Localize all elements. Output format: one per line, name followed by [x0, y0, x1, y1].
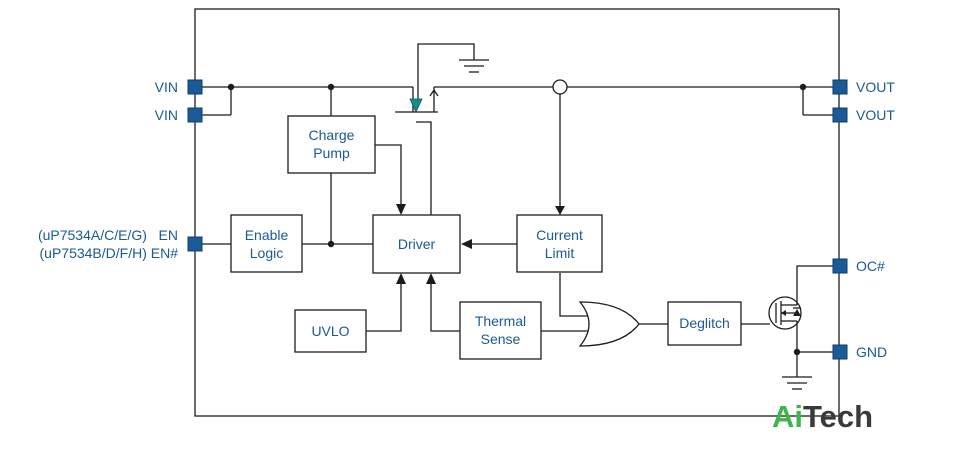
ground-symbol-bottom	[782, 376, 812, 390]
diode-icon	[793, 309, 801, 316]
logo-part-ai: Ai	[772, 399, 803, 434]
current-limit-label-1: Current	[536, 227, 583, 243]
en-label: (uP7534A/C/E/G) EN	[38, 227, 178, 243]
uvlo-block	[294, 309, 367, 353]
wires	[202, 43, 833, 377]
pin-en	[187, 236, 203, 252]
thermal-sense-label-2: Sense	[481, 331, 521, 347]
arrow-up-icon	[429, 88, 439, 97]
charge-pump-label-1: Charge	[309, 127, 355, 143]
pin-vout-1	[832, 79, 848, 95]
deglitch-block	[667, 301, 742, 346]
pins	[187, 79, 848, 360]
en-bar-label: (uP7534B/D/F/H) EN#	[40, 245, 179, 261]
pin-gnd	[832, 344, 848, 360]
pin-vin-1	[187, 79, 203, 95]
charge-pump-block	[287, 115, 376, 174]
power-mosfet	[395, 87, 439, 113]
svg-text:AiTech: AiTech	[772, 399, 873, 434]
oc-mosfet	[768, 296, 802, 330]
enable-logic-label-1: Enable	[245, 227, 289, 243]
enable-logic-label-2: Logic	[250, 245, 283, 261]
current-limit-block	[516, 214, 603, 273]
pin-oc	[832, 258, 848, 274]
or-gate	[578, 301, 640, 347]
arrowheads	[396, 204, 565, 284]
junction-dots	[227, 83, 807, 356]
vin-label-2: VIN	[155, 107, 178, 123]
chip-outline	[194, 8, 840, 417]
aitech-logo: AiTech	[772, 399, 873, 434]
vout-label-1: VOUT	[856, 79, 895, 95]
thermal-sense-block	[459, 301, 542, 360]
driver-block	[372, 214, 461, 274]
current-sense-circle	[552, 79, 568, 95]
thermal-sense-label-1: Thermal	[475, 313, 526, 329]
deglitch-label: Deglitch	[679, 315, 730, 331]
pin-vin-2	[187, 107, 203, 123]
pin-vout-2	[832, 107, 848, 123]
oc-label: OC#	[856, 258, 885, 274]
current-limit-label-2: Limit	[545, 245, 575, 261]
uvlo-label: UVLO	[311, 323, 349, 339]
charge-pump-label-2: Pump	[313, 145, 350, 161]
vin-label-1: VIN	[155, 79, 178, 95]
ground-symbol-top	[459, 59, 489, 73]
vout-label-2: VOUT	[856, 107, 895, 123]
driver-label: Driver	[398, 236, 436, 252]
logo-part-tech: Tech	[803, 399, 873, 434]
gnd-label: GND	[856, 344, 887, 360]
body-diode-icon	[409, 98, 423, 113]
enable-logic-block	[230, 214, 303, 273]
